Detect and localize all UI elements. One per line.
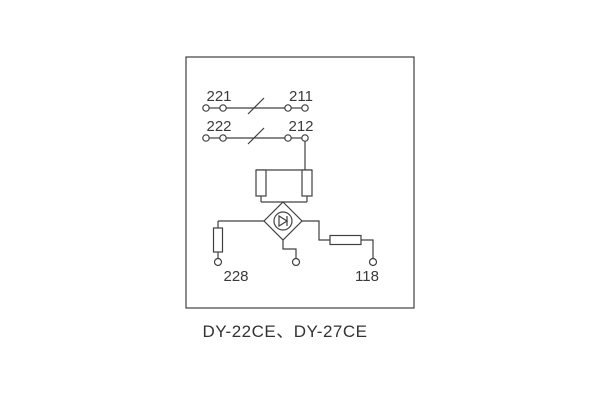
contact-label-212: 212 [288, 118, 313, 135]
contact-label-222: 222 [206, 118, 231, 135]
terminal-label-118: 118 [355, 268, 379, 285]
coil-section [255, 169, 313, 203]
enclosure-border [185, 56, 415, 309]
terminal-middle [291, 257, 301, 267]
terminal-circle [219, 134, 227, 142]
terminal-circle [301, 134, 309, 142]
terminal-circle [202, 104, 210, 112]
terminal-circle [301, 104, 309, 112]
contact-label-211: 211 [289, 88, 313, 105]
model-caption: DY-22CE、DY-27CE [203, 322, 368, 341]
resistor-right [329, 234, 362, 246]
wire [361, 239, 374, 259]
coil-left [255, 169, 267, 197]
branch-118: 118 [302, 220, 379, 285]
terminal-circle [284, 104, 292, 112]
wire [282, 240, 297, 259]
resistor-left [212, 227, 224, 253]
terminal-label-228: 228 [223, 268, 248, 285]
switch-blade-icon [247, 127, 265, 145]
branch-middle [282, 240, 301, 267]
contact-row-2: 222 212 [202, 118, 314, 145]
terminal-228 [213, 257, 223, 267]
terminal-circle [219, 104, 227, 112]
branch-228: 228 [212, 220, 264, 285]
contact-row-1: 221 211 [202, 88, 313, 115]
coil-right [301, 169, 313, 197]
wire [302, 220, 330, 241]
diode-triangle-icon [278, 214, 289, 228]
terminal-circle [202, 134, 210, 142]
terminal-circle [284, 134, 292, 142]
terminal-118 [368, 257, 378, 267]
switch-blade-icon [247, 97, 265, 115]
contact-label-221: 221 [206, 88, 231, 105]
